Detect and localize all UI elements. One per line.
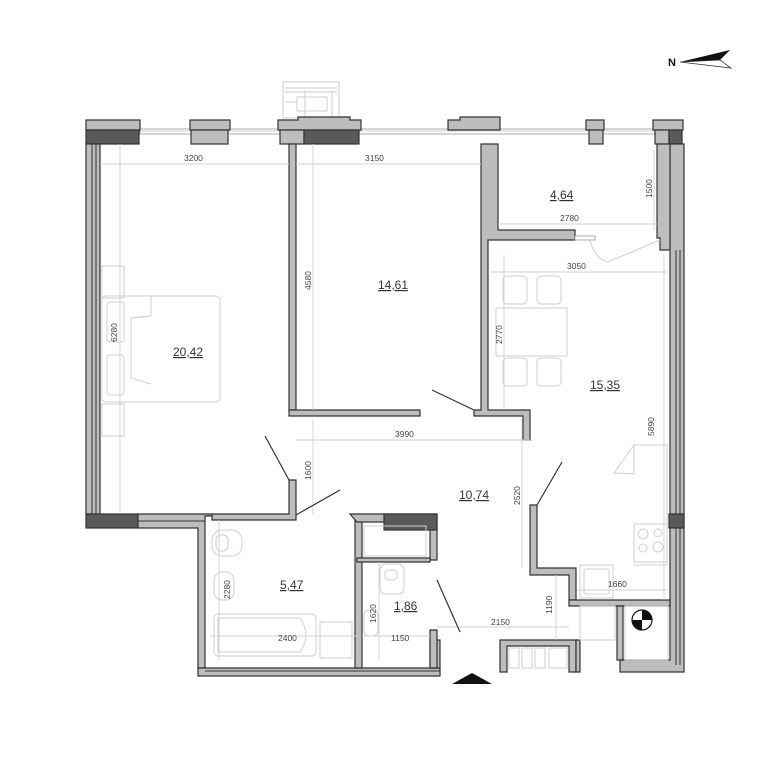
dim-kitchen-length: 5890 <box>646 417 656 436</box>
dim-room2-width: 3150 <box>365 153 384 163</box>
wc-fixtures <box>363 525 427 637</box>
dining-table <box>495 275 568 387</box>
dimension-labels: 3200 3150 2780 3050 3990 2400 1150 2150 … <box>109 153 656 643</box>
north-arrow-icon <box>679 50 733 69</box>
washing-machine-icon <box>624 605 669 661</box>
doors <box>264 235 661 633</box>
interior-walls <box>211 143 671 673</box>
area-bedroom: 20,42 <box>173 345 203 359</box>
balcony-railing <box>282 81 340 119</box>
bed <box>101 265 221 437</box>
area-bathroom: 5,47 <box>280 578 304 592</box>
area-room2: 14,61 <box>378 278 408 292</box>
dim-hall-depth-right: 2520 <box>512 486 522 505</box>
dim-bedroom-length: 6280 <box>109 323 119 342</box>
dim-hall-width: 3990 <box>395 429 414 439</box>
dim-kitchen-counter: 1660 <box>608 579 627 589</box>
exterior-wall-top <box>85 116 684 145</box>
dim-hall-depth-left: 1600 <box>303 461 313 480</box>
dim-corridor-width: 2150 <box>491 617 510 627</box>
dim-table-length: 2770 <box>494 325 504 344</box>
north-label: N <box>668 57 676 69</box>
north-compass: N <box>668 50 733 69</box>
kitchen-counter <box>579 443 668 599</box>
area-wc: 1,86 <box>394 599 418 613</box>
room-areas: 20,42 14,61 4,64 15,35 10,74 5,47 1,86 <box>173 188 620 613</box>
area-hall: 10,74 <box>459 488 489 502</box>
dim-wc-width: 1150 <box>391 633 410 643</box>
dim-corridor-depth: 1190 <box>544 595 554 614</box>
dim-bath-depth: 2280 <box>222 580 232 599</box>
dim-bedroom-width: 3200 <box>184 153 203 163</box>
exterior-wall-left <box>85 143 213 669</box>
area-kitchen: 15,35 <box>590 378 620 392</box>
area-balcony: 4,64 <box>550 188 574 202</box>
dim-balcony-depth: 1500 <box>644 179 654 198</box>
dimension-lines <box>100 144 668 660</box>
entrance-triangle-icon <box>452 673 492 684</box>
exterior-wall-bottom <box>197 639 441 677</box>
bathroom-fixtures <box>211 529 353 659</box>
dim-room2-length: 4580 <box>303 271 313 290</box>
dim-wc-depth: 1620 <box>368 604 378 623</box>
exterior-wall-right <box>619 143 685 673</box>
dim-bath-width: 2400 <box>278 633 297 643</box>
dim-kitchen-width: 3050 <box>567 261 586 271</box>
storage-shelves <box>508 605 616 669</box>
dim-balcony-width: 2780 <box>560 213 579 223</box>
